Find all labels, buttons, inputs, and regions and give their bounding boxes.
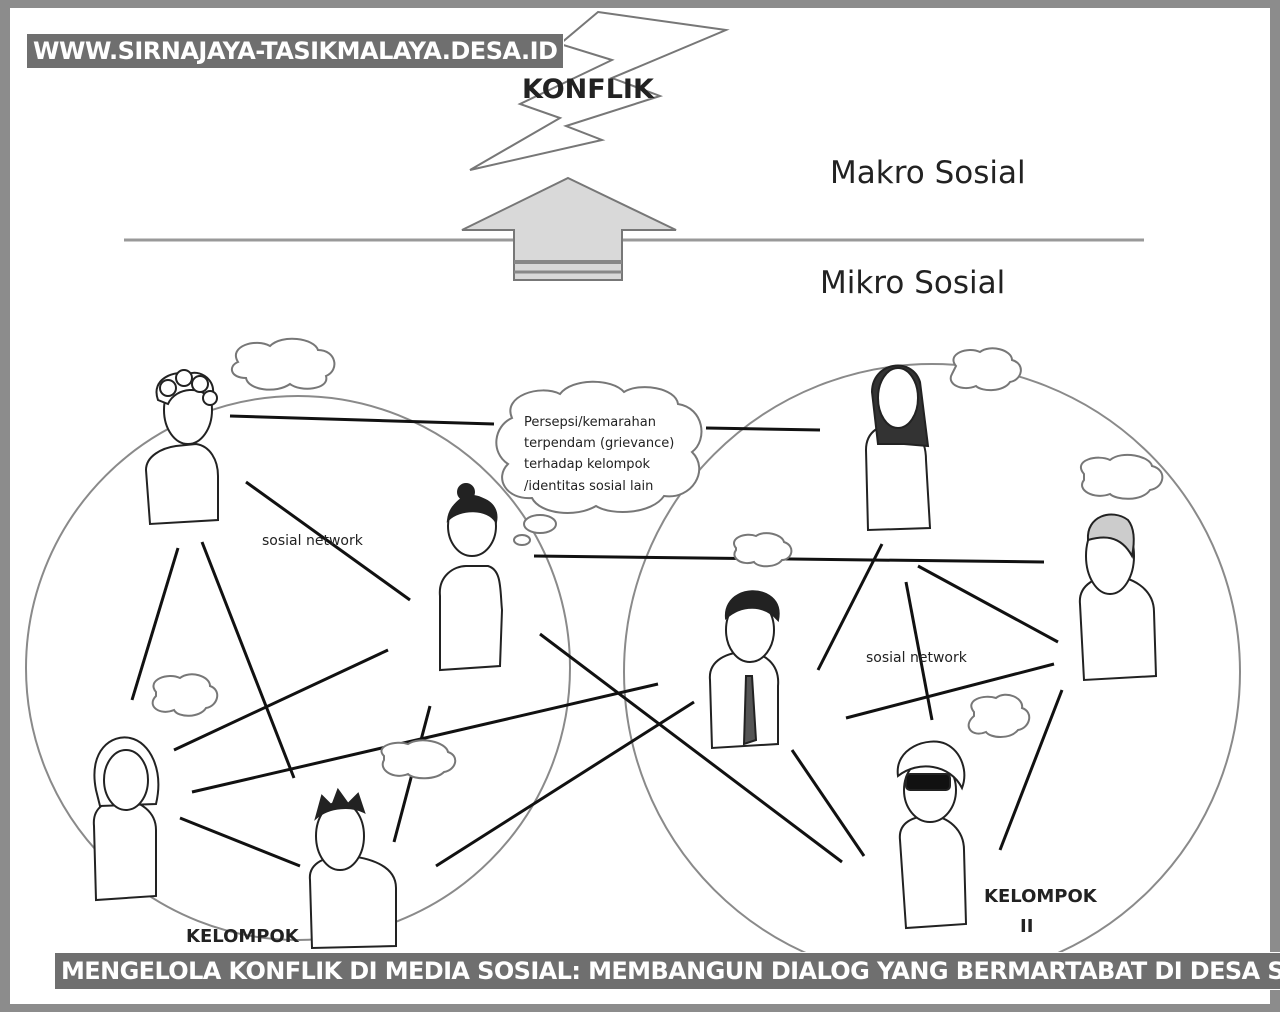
grievance-line-2: terpendam (grievance) bbox=[524, 436, 674, 451]
grievance-line-4: /identitas sosial lain bbox=[524, 479, 653, 494]
grievance-line-3: terhadap kelompok bbox=[524, 457, 651, 472]
person-woman-bun bbox=[440, 484, 502, 670]
micro-label: Mikro Sosial bbox=[820, 265, 1005, 301]
grievance-line-1: Persepsi/kemarahan bbox=[524, 415, 656, 430]
person-woman-left bbox=[94, 737, 158, 900]
group-2-label-numeral: II bbox=[1020, 916, 1033, 937]
person-long-hair-woman bbox=[866, 366, 930, 530]
article-caption: MENGELOLA KONFLIK DI MEDIA SOSIAL: MEMBA… bbox=[54, 952, 1280, 990]
conflict-label: KONFLIK bbox=[522, 74, 655, 105]
person-sunglasses-woman bbox=[898, 742, 966, 928]
network-label-left: sosial network bbox=[262, 533, 364, 549]
network-label-right: sosial network bbox=[866, 650, 968, 666]
macro-label: Makro Sosial bbox=[830, 155, 1026, 191]
group-1-label: KELOMPOK bbox=[186, 926, 300, 947]
group-2-label: KELOMPOK bbox=[984, 886, 1098, 907]
website-watermark: WWW.SIRNAJAYA-TASIKMALAYA.DESA.ID bbox=[26, 33, 564, 69]
